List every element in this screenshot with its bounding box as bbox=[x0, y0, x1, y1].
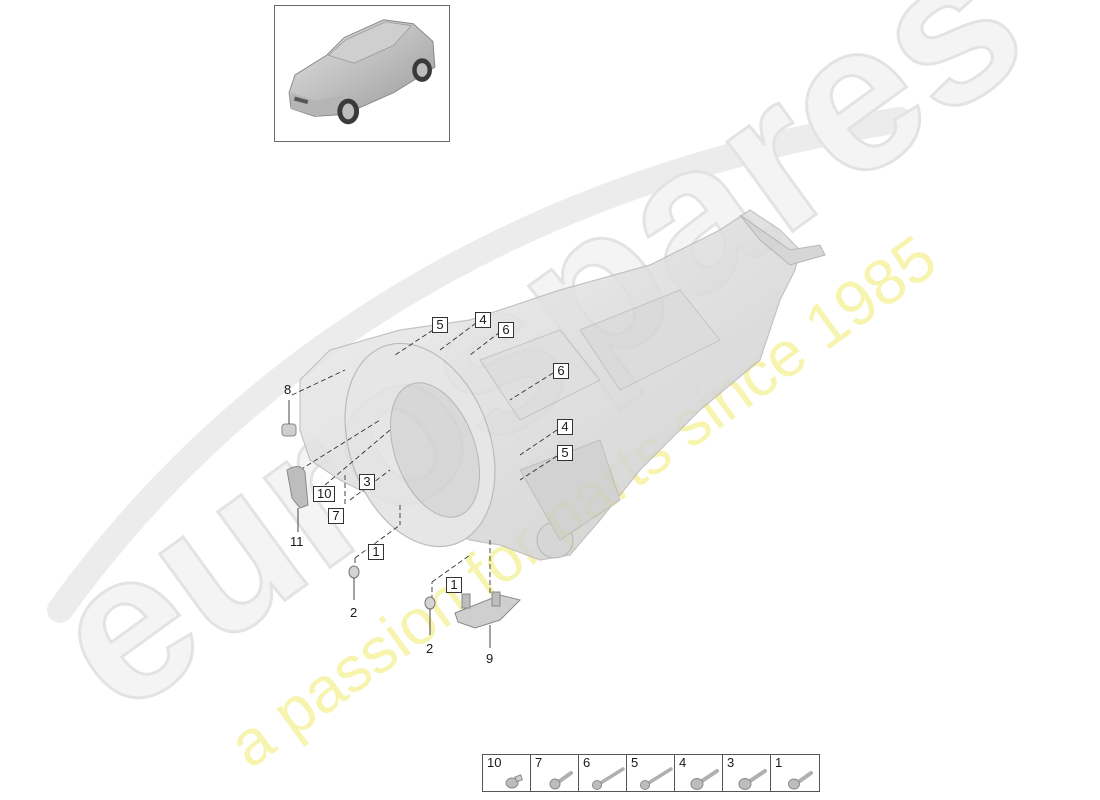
part-9-bracket bbox=[454, 591, 521, 648]
callout-5-mid[interactable]: 5 bbox=[557, 445, 573, 461]
part-number-8[interactable]: 8 bbox=[284, 382, 292, 397]
short-flange-bolt-icon bbox=[505, 774, 523, 789]
callout-3[interactable]: 3 bbox=[359, 474, 375, 490]
transmission-housing bbox=[299, 209, 826, 561]
vehicle-thumbnail bbox=[274, 5, 450, 142]
flange-bolt-icon bbox=[788, 771, 813, 790]
part-number-11[interactable]: 11 bbox=[290, 534, 304, 549]
long-bolt-icon bbox=[592, 767, 625, 790]
hardware-number: 7 bbox=[535, 755, 543, 770]
long-bolt-icon bbox=[640, 767, 673, 790]
medium-bolt-icon bbox=[549, 771, 573, 790]
hardware-legend-table: 10 7 6 5 4 3 bbox=[482, 754, 820, 792]
callout-7[interactable]: 7 bbox=[328, 508, 344, 524]
callout-6-top[interactable]: 6 bbox=[498, 322, 514, 338]
hardware-cell-7[interactable]: 7 bbox=[531, 755, 579, 791]
hardware-cell-5[interactable]: 5 bbox=[627, 755, 675, 791]
leader-lines bbox=[291, 322, 558, 600]
callout-10[interactable]: 10 bbox=[313, 486, 336, 502]
flange-bolt-icon bbox=[690, 769, 719, 790]
hardware-cell-10[interactable]: 10 bbox=[483, 755, 531, 791]
hardware-cell-4[interactable]: 4 bbox=[675, 755, 723, 791]
part-number-2-left[interactable]: 2 bbox=[350, 605, 358, 620]
part-2-left-ring bbox=[348, 565, 360, 600]
part-2-right-ring bbox=[424, 596, 436, 635]
part-number-9[interactable]: 9 bbox=[486, 651, 494, 666]
hardware-number: 10 bbox=[487, 755, 502, 770]
hardware-number: 3 bbox=[727, 755, 735, 770]
flange-bolt-icon bbox=[738, 769, 767, 790]
car-icon bbox=[288, 19, 436, 125]
callout-4-top[interactable]: 4 bbox=[475, 312, 491, 328]
hardware-cell-3[interactable]: 3 bbox=[723, 755, 771, 791]
callout-1-left[interactable]: 1 bbox=[368, 544, 384, 560]
hardware-number: 5 bbox=[631, 755, 639, 770]
hardware-cell-1[interactable]: 1 bbox=[771, 755, 819, 791]
hardware-number: 1 bbox=[775, 755, 783, 770]
part-11-cover bbox=[286, 466, 309, 532]
hardware-number: 6 bbox=[583, 755, 591, 770]
callout-1-right[interactable]: 1 bbox=[446, 577, 462, 593]
hardware-number: 4 bbox=[679, 755, 687, 770]
part-8-plug bbox=[281, 400, 297, 437]
callout-4-mid[interactable]: 4 bbox=[557, 419, 573, 435]
part-number-2-right[interactable]: 2 bbox=[426, 641, 434, 656]
callout-5-top[interactable]: 5 bbox=[432, 317, 448, 333]
hardware-cell-6[interactable]: 6 bbox=[579, 755, 627, 791]
callout-6-mid[interactable]: 6 bbox=[553, 363, 569, 379]
